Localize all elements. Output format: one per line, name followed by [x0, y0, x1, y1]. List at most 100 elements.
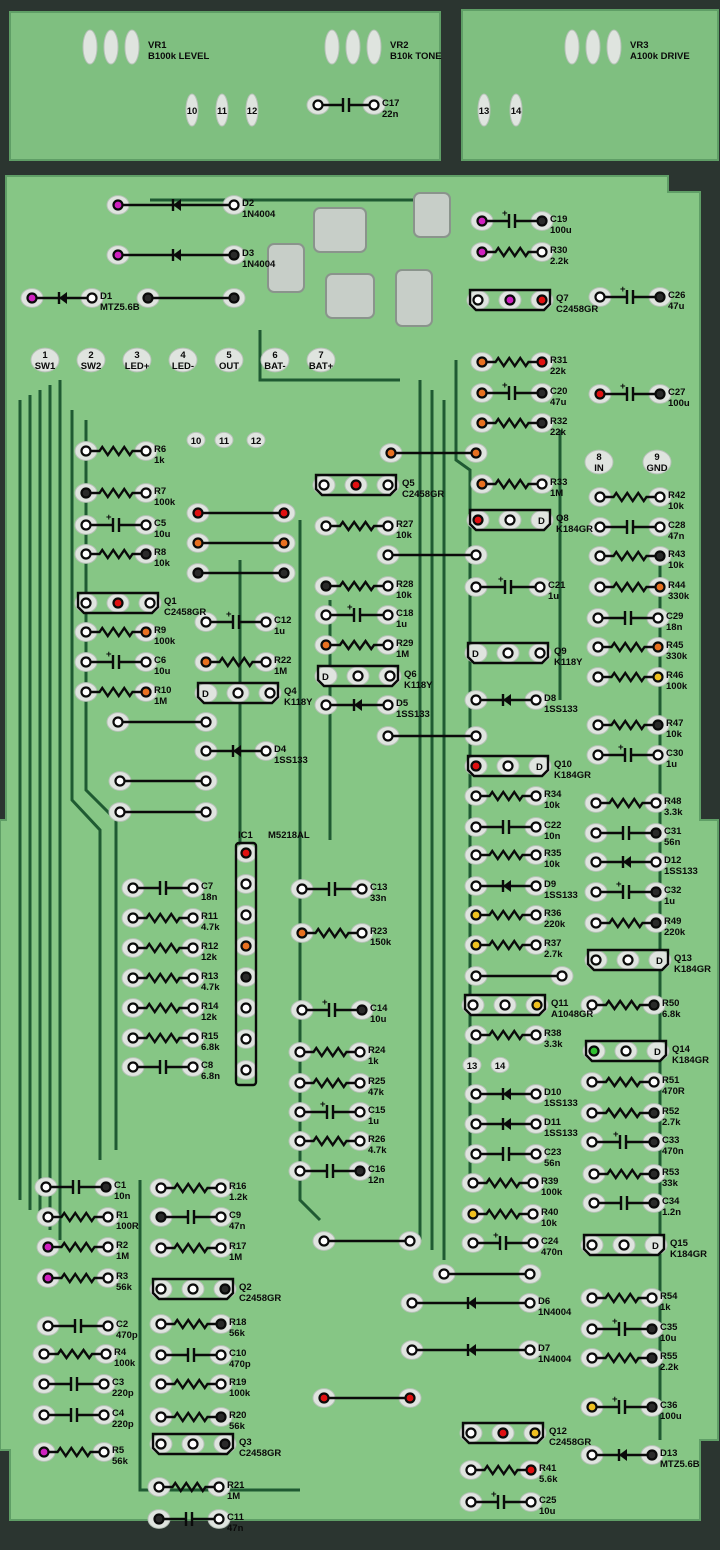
resistor-symbol	[600, 580, 660, 594]
pad	[192, 567, 204, 579]
connector-number: 7	[318, 350, 323, 361]
pad	[102, 1320, 114, 1332]
connector-number: 6	[272, 350, 277, 361]
resistor-r14	[127, 1001, 199, 1015]
ref-designator: R29	[396, 638, 413, 649]
pad	[320, 699, 332, 711]
ref-designator: Q15	[670, 1238, 689, 1249]
resistor-symbol	[476, 938, 536, 952]
solder-joint	[584, 449, 614, 475]
ref-designator: C25	[539, 1495, 557, 1506]
pad	[264, 687, 276, 699]
resistor-symbol	[133, 911, 193, 925]
to92-outline	[584, 1039, 668, 1063]
ref-designator: R19	[229, 1377, 246, 1388]
pad	[648, 1197, 660, 1209]
to92-outline	[151, 1432, 235, 1456]
component-value: K184GR	[670, 1249, 707, 1260]
pad	[472, 294, 484, 306]
link-pad-11	[215, 93, 229, 127]
to92-outline	[316, 664, 400, 688]
resistor-r20	[155, 1410, 227, 1424]
component-value: 18n	[201, 892, 218, 903]
resistor-symbol	[592, 998, 654, 1012]
pad	[525, 1496, 537, 1508]
ic-pin	[240, 878, 252, 890]
resistor-r42	[594, 490, 666, 504]
component-value: 10n	[114, 1191, 131, 1202]
component-value: 56k	[229, 1421, 246, 1432]
to92-outline	[461, 1421, 545, 1445]
connector-name: LED+	[125, 361, 150, 372]
diode-d10	[470, 1088, 542, 1100]
pad	[187, 1032, 199, 1044]
capacitor-symbol	[592, 1400, 652, 1414]
ref-designator: R40	[541, 1207, 558, 1218]
pad	[294, 1077, 306, 1089]
ref-designator: Q7	[556, 293, 569, 304]
component-value: 10k	[154, 558, 171, 569]
ref-designator: D2	[242, 198, 254, 209]
pad	[232, 687, 244, 699]
resistor-r3	[42, 1271, 114, 1285]
pad	[588, 1168, 600, 1180]
transistor-q3	[151, 1432, 235, 1456]
component-value: 100u	[660, 1411, 682, 1422]
ref-designator: R2	[116, 1240, 128, 1251]
pad	[100, 1348, 112, 1360]
transistor-q5	[314, 473, 398, 497]
capacitor-c19: +	[476, 208, 548, 228]
resistor-r33	[476, 477, 548, 491]
pad	[497, 1427, 509, 1439]
capacitor-c16	[294, 1164, 366, 1178]
ref-designator: R37	[544, 938, 561, 949]
pad	[652, 612, 664, 624]
component-value: 10k	[668, 501, 685, 512]
link-pad-number: 11	[219, 436, 230, 447]
resistor-r5	[38, 1445, 110, 1459]
ref-designator: R23	[370, 926, 387, 937]
to92-outline	[582, 1233, 666, 1257]
wire-jumper	[382, 549, 482, 561]
ref-designator: R43	[668, 549, 685, 560]
resistor-r22	[200, 655, 272, 669]
diode-d5	[320, 699, 394, 711]
resistor-r26	[294, 1134, 366, 1148]
resistor-symbol	[44, 1445, 104, 1459]
transistor-q9: D	[466, 641, 550, 665]
polarity-mark: +	[226, 609, 232, 620]
pad	[652, 671, 664, 683]
to92-outline	[466, 641, 550, 665]
resistor-symbol	[86, 625, 146, 639]
diode-arrow	[173, 199, 181, 211]
ref-designator: C28	[668, 520, 685, 531]
ref-designator: R30	[550, 245, 567, 256]
component-value: 1M	[274, 666, 287, 677]
capacitor-c9	[155, 1210, 227, 1224]
capacitor-symbol	[596, 885, 656, 899]
resistor-r8	[80, 547, 152, 561]
link-pad-number: 12	[251, 436, 262, 447]
resistor-r18	[155, 1317, 227, 1331]
pad	[529, 1427, 541, 1439]
resistor-symbol	[161, 1241, 221, 1255]
pad	[42, 1211, 54, 1223]
component-value: 1M	[550, 488, 563, 499]
pad	[654, 491, 666, 503]
component-value: 47u	[550, 397, 567, 408]
pad	[646, 1352, 658, 1364]
jack-lug	[267, 243, 305, 293]
pad	[586, 999, 598, 1011]
resistor-r43	[594, 549, 666, 563]
resistor-r13	[127, 971, 199, 985]
pad	[525, 1464, 537, 1476]
capacitor-symbol	[473, 1236, 533, 1250]
capacitor-c11	[153, 1512, 225, 1526]
component-value: 470R	[662, 1086, 685, 1097]
